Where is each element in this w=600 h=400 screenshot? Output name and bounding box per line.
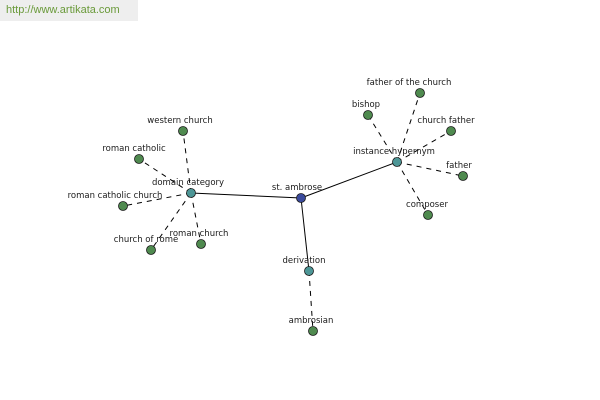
edge-hub-domain-to-church-of-rome (150, 192, 192, 251)
node-label-western-church: western church (147, 116, 212, 126)
node-center[interactable] (296, 193, 306, 203)
edge-hub-instance-to-father-of-the-church (396, 92, 421, 163)
node-roman-catholic[interactable] (134, 154, 144, 164)
node-ambrosian[interactable] (308, 326, 318, 336)
edge-hub-domain-to-roman-catholic (138, 158, 192, 194)
edge-hub-instance-to-composer (396, 161, 429, 216)
node-label-hub-instance: instance hypernym (353, 147, 435, 157)
edge-hub-derivation-to-ambrosian (308, 270, 314, 332)
graph-edges (122, 92, 464, 332)
edge-hub-domain-to-roman-church (190, 192, 202, 245)
edge-hub-domain-to-western-church (182, 130, 192, 194)
node-label-bishop: bishop (352, 100, 380, 110)
node-church-of-rome[interactable] (146, 245, 156, 255)
edge-hub-domain-to-roman-catholic-church (122, 192, 192, 207)
edge-center-to-hub-instance (300, 161, 398, 199)
node-hub-derivation[interactable] (304, 266, 314, 276)
edge-hub-instance-to-church-father (396, 130, 452, 163)
node-label-hub-domain: domain category (152, 178, 224, 188)
node-father-of-the-church[interactable] (415, 88, 425, 98)
node-church-father[interactable] (446, 126, 456, 136)
node-label-composer: composer (406, 200, 448, 210)
node-label-roman-church: roman church (170, 229, 229, 239)
node-label-hub-derivation: derivation (282, 256, 325, 266)
node-hub-domain[interactable] (186, 188, 196, 198)
graph-labels: st. ambrose domain category instance hyper… (68, 78, 475, 326)
site-url-link[interactable]: http://www.artikata.com (0, 0, 138, 21)
node-label-roman-catholic-church: roman catholic church (68, 191, 163, 201)
node-label-ambrosian: ambrosian (289, 316, 334, 326)
graph-nodes (118, 88, 468, 336)
node-hub-instance[interactable] (392, 157, 402, 167)
node-roman-catholic-church[interactable] (118, 201, 128, 211)
node-label-father-of-the-church: father of the church (367, 78, 452, 88)
edge-center-to-hub-derivation (300, 197, 310, 272)
node-bishop[interactable] (363, 110, 373, 120)
node-composer[interactable] (423, 210, 433, 220)
node-western-church[interactable] (178, 126, 188, 136)
node-label-roman-catholic: roman catholic (102, 144, 166, 154)
edge-center-to-hub-domain (190, 192, 302, 199)
node-label-center: st. ambrose (272, 183, 322, 193)
node-father[interactable] (458, 171, 468, 181)
node-roman-church[interactable] (196, 239, 206, 249)
edge-hub-instance-to-father (396, 161, 464, 177)
node-label-father: father (446, 161, 472, 171)
node-label-church-of-rome: church of rome (114, 235, 178, 245)
node-label-church-father: church father (417, 116, 475, 126)
